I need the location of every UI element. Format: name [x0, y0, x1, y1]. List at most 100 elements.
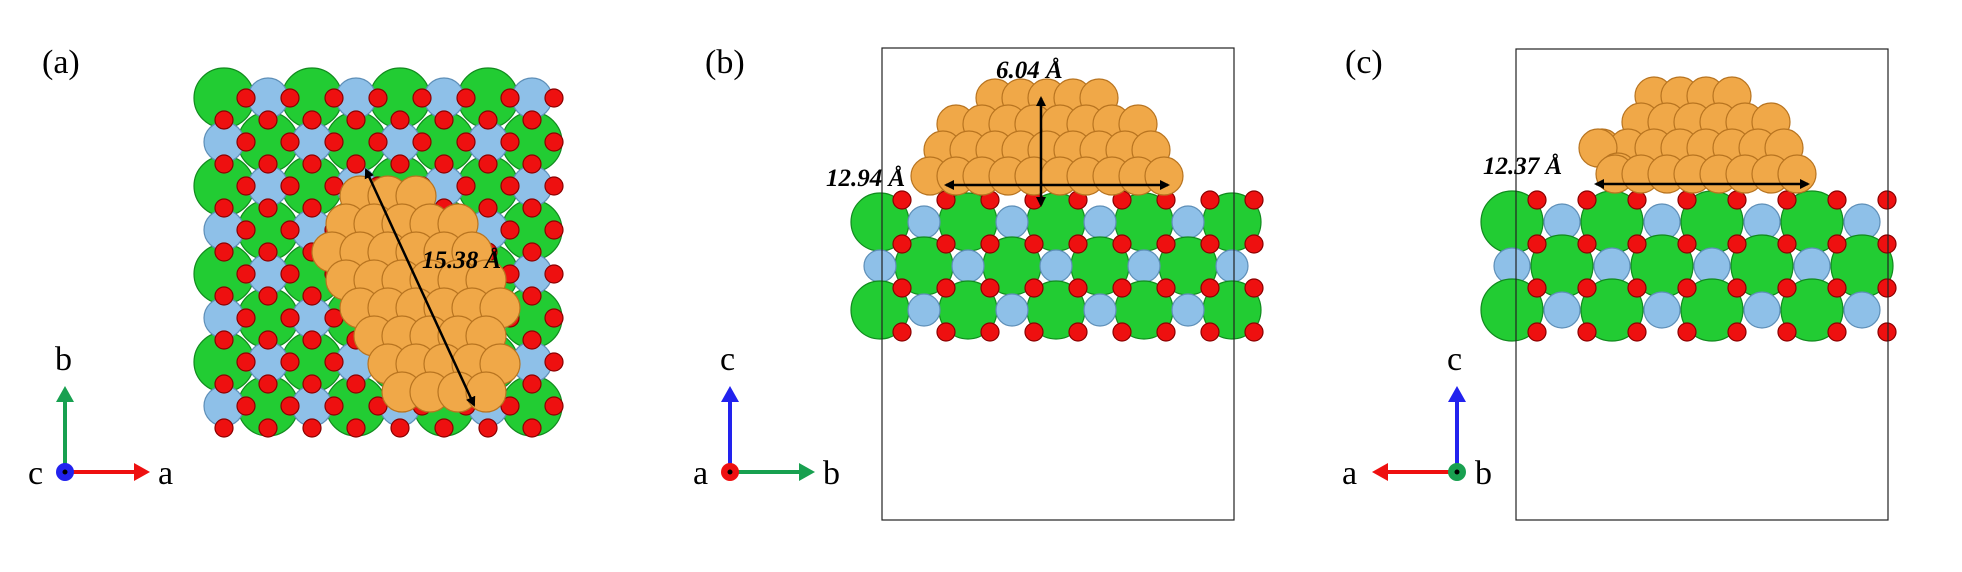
red-atom	[1777, 234, 1797, 254]
red-atom	[1156, 234, 1176, 254]
red-atom	[324, 396, 344, 416]
axis-label-c-up: c	[1447, 341, 1462, 378]
panel-a-structure	[193, 67, 564, 438]
red-atom	[280, 132, 300, 152]
red-atom	[1244, 278, 1264, 298]
red-atom	[478, 198, 498, 218]
axis-label-c-origin: b	[1475, 455, 1492, 492]
red-atom	[214, 198, 234, 218]
red-atom	[214, 154, 234, 174]
red-atom	[892, 190, 912, 210]
axis-label-b-up: c	[720, 341, 735, 378]
axis-label-b-right: b	[823, 455, 840, 492]
blue-atom	[1039, 249, 1073, 283]
red-atom	[1200, 278, 1220, 298]
red-atom	[456, 88, 476, 108]
red-atom	[346, 374, 366, 394]
red-atom	[892, 322, 912, 342]
blue-atom	[907, 293, 941, 327]
red-atom	[258, 330, 278, 350]
dimension-label-a: 15.38 Å	[422, 246, 501, 274]
red-atom	[324, 132, 344, 152]
red-atom	[1112, 234, 1132, 254]
cell-box-c	[1515, 48, 1889, 521]
red-atom	[1156, 322, 1176, 342]
red-atom	[522, 154, 542, 174]
red-atom	[1112, 322, 1132, 342]
blue-atom	[995, 293, 1029, 327]
red-atom	[456, 132, 476, 152]
axis-label-a-origin: c	[28, 455, 43, 492]
red-atom	[412, 132, 432, 152]
red-atom	[1777, 278, 1797, 298]
blue-atom	[1171, 205, 1205, 239]
red-atom	[280, 396, 300, 416]
red-atom	[1827, 234, 1847, 254]
axis-label-c-left: a	[1342, 455, 1357, 492]
red-atom	[1877, 234, 1897, 254]
red-atom	[1877, 190, 1897, 210]
red-atom	[544, 396, 564, 416]
red-atom	[544, 132, 564, 152]
red-atom	[324, 88, 344, 108]
green-atom	[1580, 278, 1644, 342]
cluster-atom	[465, 371, 507, 413]
red-atom	[302, 198, 322, 218]
red-atom	[1068, 234, 1088, 254]
blue-atom	[1215, 249, 1249, 283]
blue-atom	[951, 249, 985, 283]
red-atom	[936, 322, 956, 342]
red-atom	[1200, 322, 1220, 342]
red-atom	[1577, 322, 1597, 342]
green-atom	[1480, 278, 1544, 342]
red-atom	[1827, 278, 1847, 298]
blue-atom	[1743, 291, 1781, 329]
blue-atom	[1083, 293, 1117, 327]
red-atom	[1877, 278, 1897, 298]
red-atom	[1527, 234, 1547, 254]
red-atom	[280, 176, 300, 196]
red-atom	[280, 352, 300, 372]
red-atom	[456, 176, 476, 196]
red-atom	[544, 220, 564, 240]
red-atom	[500, 220, 520, 240]
red-atom	[522, 242, 542, 262]
red-atom	[1877, 322, 1897, 342]
dimension-label-b-width: 12.94 Å	[826, 164, 905, 192]
red-atom	[236, 132, 256, 152]
red-atom	[980, 322, 1000, 342]
red-atom	[390, 110, 410, 130]
red-atom	[522, 374, 542, 394]
panel-c-structure	[1480, 76, 1897, 342]
red-atom	[302, 330, 322, 350]
green-atom	[1780, 278, 1844, 342]
red-atom	[1527, 190, 1547, 210]
red-atom	[214, 418, 234, 438]
red-atom	[258, 198, 278, 218]
red-atom	[544, 88, 564, 108]
red-atom	[1024, 322, 1044, 342]
red-atom	[214, 374, 234, 394]
red-atom	[522, 110, 542, 130]
red-atom	[500, 176, 520, 196]
red-atom	[434, 418, 454, 438]
axis-triad-c: c b a	[1342, 341, 1492, 492]
red-atom	[1777, 190, 1797, 210]
red-atom	[258, 418, 278, 438]
red-atom	[1627, 278, 1647, 298]
red-atom	[302, 286, 322, 306]
panel-a-label: (a)	[42, 44, 80, 81]
red-atom	[1068, 278, 1088, 298]
red-atom	[236, 396, 256, 416]
red-atom	[1777, 322, 1797, 342]
red-atom	[1024, 234, 1044, 254]
blue-atom	[1171, 293, 1205, 327]
red-atom	[302, 418, 322, 438]
red-atom	[434, 154, 454, 174]
red-atom	[434, 110, 454, 130]
blue-atom	[907, 205, 941, 239]
red-atom	[936, 278, 956, 298]
axis-triad-b: c b a	[693, 341, 840, 492]
blue-atom	[1127, 249, 1161, 283]
red-atom	[302, 374, 322, 394]
